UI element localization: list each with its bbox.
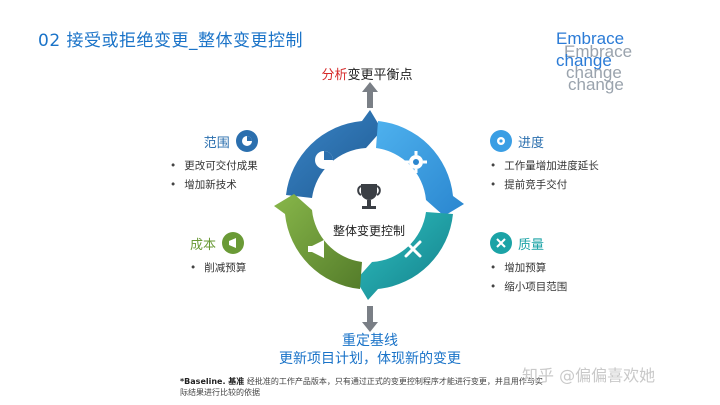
rebaseline-subtitle: 更新项目计划，体现新的变更 — [279, 351, 461, 367]
quality-block: 质量 增加预算 缩小项目范围 — [490, 232, 567, 298]
progress-title: 进度 — [518, 135, 545, 151]
balance-point-rest: 变更平衡点 — [347, 68, 413, 83]
balance-point-label: 分析变更平衡点 — [312, 64, 422, 83]
footnote: *Baseline. 基准 经批准的工作产品版本，只有通过正式的变更控制程序才能… — [180, 376, 560, 398]
footnote-term: *Baseline. 基准 — [180, 377, 245, 386]
scope-title: 范围 — [203, 135, 230, 151]
page-title: 02 接受或拒绝变更_整体变更控制 — [38, 31, 304, 51]
gear-icon — [405, 151, 427, 173]
footnote-text-2: 际结果进行比较的依据 — [180, 388, 260, 397]
balance-point-emphasis: 分析 — [321, 68, 348, 83]
trophy-icon — [357, 184, 381, 209]
logo-text: change — [568, 75, 624, 94]
megaphone-icon — [222, 232, 245, 254]
cycle-segment-cost — [274, 194, 362, 289]
progress-block: 进度 工作量增加进度延长 提前竞手交付 — [490, 130, 599, 196]
list-item: 增加新技术 — [170, 177, 258, 192]
quality-title: 质量 — [518, 237, 545, 253]
center-label: 整体变更控制 — [332, 224, 405, 238]
logo-text: change — [556, 51, 612, 70]
down-arrow-icon — [362, 306, 378, 332]
cycle-segment-progress — [376, 121, 464, 216]
list-item: 工作量增加进度延长 — [490, 158, 599, 173]
list-item: 提前竞手交付 — [490, 177, 599, 192]
tools-icon — [404, 240, 422, 258]
logo-text: Embrace — [564, 42, 633, 61]
up-arrow-icon — [362, 82, 378, 108]
tools-icon — [490, 232, 512, 254]
watermark: 知乎 @偏偏喜欢她 — [522, 366, 656, 385]
megaphone-icon — [308, 240, 324, 258]
gear-icon — [490, 130, 512, 152]
cost-block: 成本 削减预算 — [190, 232, 246, 279]
scope-block: 范围 更改可交付成果 增加新技术 — [170, 130, 258, 196]
pie-chart-icon — [235, 130, 258, 152]
pie-chart-icon — [315, 151, 333, 169]
list-item: 增加预算 — [490, 260, 567, 275]
logo-text: change — [566, 63, 622, 82]
rebaseline-title: 重定基线 — [342, 333, 398, 349]
list-item: 缩小项目范围 — [490, 279, 567, 294]
embrace-change-logo: Embrace Embrace change change change — [556, 30, 676, 94]
cost-title: 成本 — [190, 237, 217, 253]
logo-text: Embrace — [556, 29, 625, 48]
rebaseline-text: 重定基线 更新项目计划，体现新的变更 — [250, 332, 490, 368]
cycle-segment-scope — [286, 110, 382, 198]
footnote-text: 经批准的工作产品版本，只有通过正式的变更控制程序才能进行变更，并且用作与实 — [246, 377, 543, 386]
list-item: 更改可交付成果 — [170, 158, 258, 173]
list-item: 削减预算 — [190, 260, 246, 275]
